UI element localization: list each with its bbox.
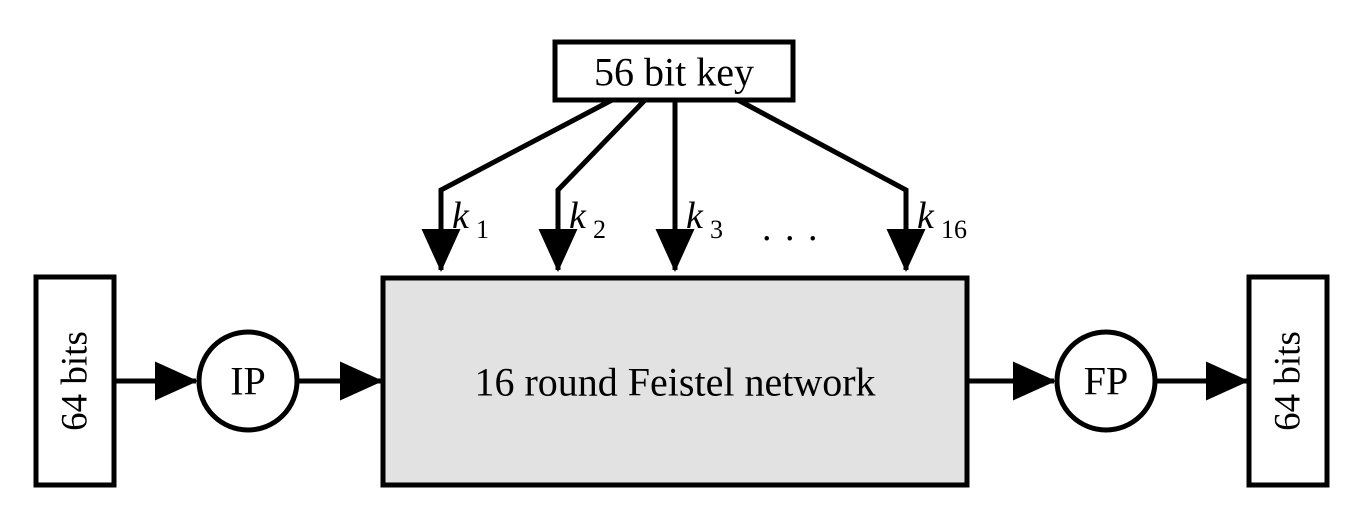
round-key-ellipsis: . . . <box>762 207 820 249</box>
initial-permutation-label: IP <box>230 359 266 404</box>
key-line-k2 <box>538 98 647 273</box>
round-key-base-k16: k <box>917 195 935 237</box>
round-key-sub-k3: 3 <box>710 215 723 244</box>
round-key-sub-k1: 1 <box>476 215 489 244</box>
key-line-k1 <box>421 97 614 273</box>
feistel-network-box <box>380 275 970 488</box>
feistel-network-label: 16 round Feistel network <box>474 360 875 405</box>
output-block-label: 64 bits <box>1268 331 1309 431</box>
round-key-base-k3: k <box>686 195 704 237</box>
round-key-label-k3: k 3 <box>686 195 723 244</box>
key-block-label: 56 bit key <box>594 50 754 95</box>
round-key-label-k1: k 1 <box>452 195 489 244</box>
round-key-base-k1: k <box>452 195 470 237</box>
key-line-k16 <box>736 97 926 273</box>
output-block-box <box>1246 274 1330 488</box>
round-key-sub-k16: 16 <box>941 215 967 244</box>
round-key-base-k2: k <box>569 195 587 237</box>
round-key-sub-k2: 2 <box>593 215 606 244</box>
round-key-label-k2: k 2 <box>569 195 606 244</box>
round-key-label-k16: k 16 <box>917 195 967 244</box>
final-permutation-label: FP <box>1084 359 1129 404</box>
key-block-box <box>552 39 796 103</box>
input-block-box <box>33 274 117 488</box>
input-block-label: 64 bits <box>55 331 96 431</box>
